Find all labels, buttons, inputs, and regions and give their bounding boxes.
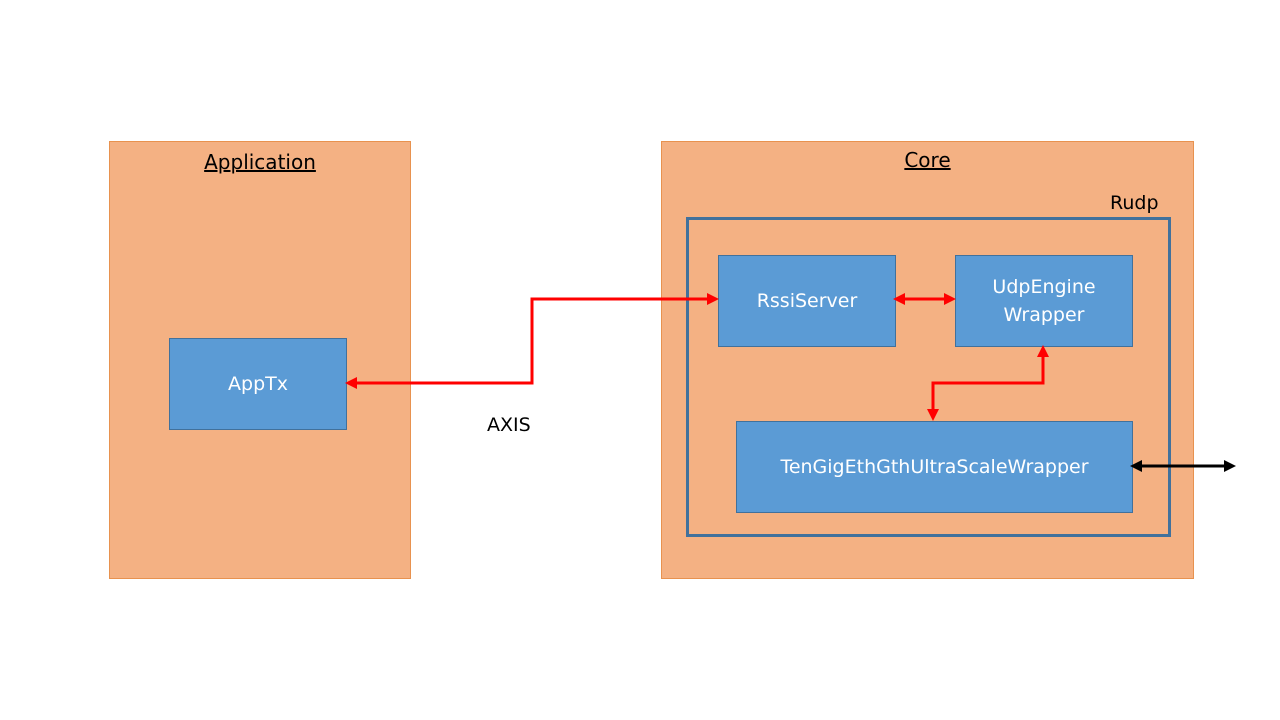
udp-engine-line2: Wrapper <box>1003 304 1085 326</box>
udp-engine-wrapper-block: UdpEngine Wrapper <box>955 255 1133 347</box>
core-container: Core Rudp RssiServer UdpEngine Wrapper T… <box>661 141 1194 579</box>
application-container: Application AppTx <box>109 141 411 579</box>
ten-gig-eth-block: TenGigEthGthUltraScaleWrapper <box>736 421 1133 513</box>
axis-link <box>345 293 719 389</box>
core-title: Core <box>904 148 951 172</box>
apptx-block: AppTx <box>169 338 347 430</box>
application-title: Application <box>204 150 316 174</box>
rudp-group: RssiServer UdpEngine Wrapper TenGigEthGt… <box>686 217 1171 537</box>
udp-tengig-link <box>927 345 1049 421</box>
rssi-server-block: RssiServer <box>718 255 896 347</box>
rudp-label: Rudp <box>1110 192 1159 214</box>
udp-engine-line1: UdpEngine <box>992 275 1096 298</box>
axis-label: AXIS <box>487 414 531 436</box>
